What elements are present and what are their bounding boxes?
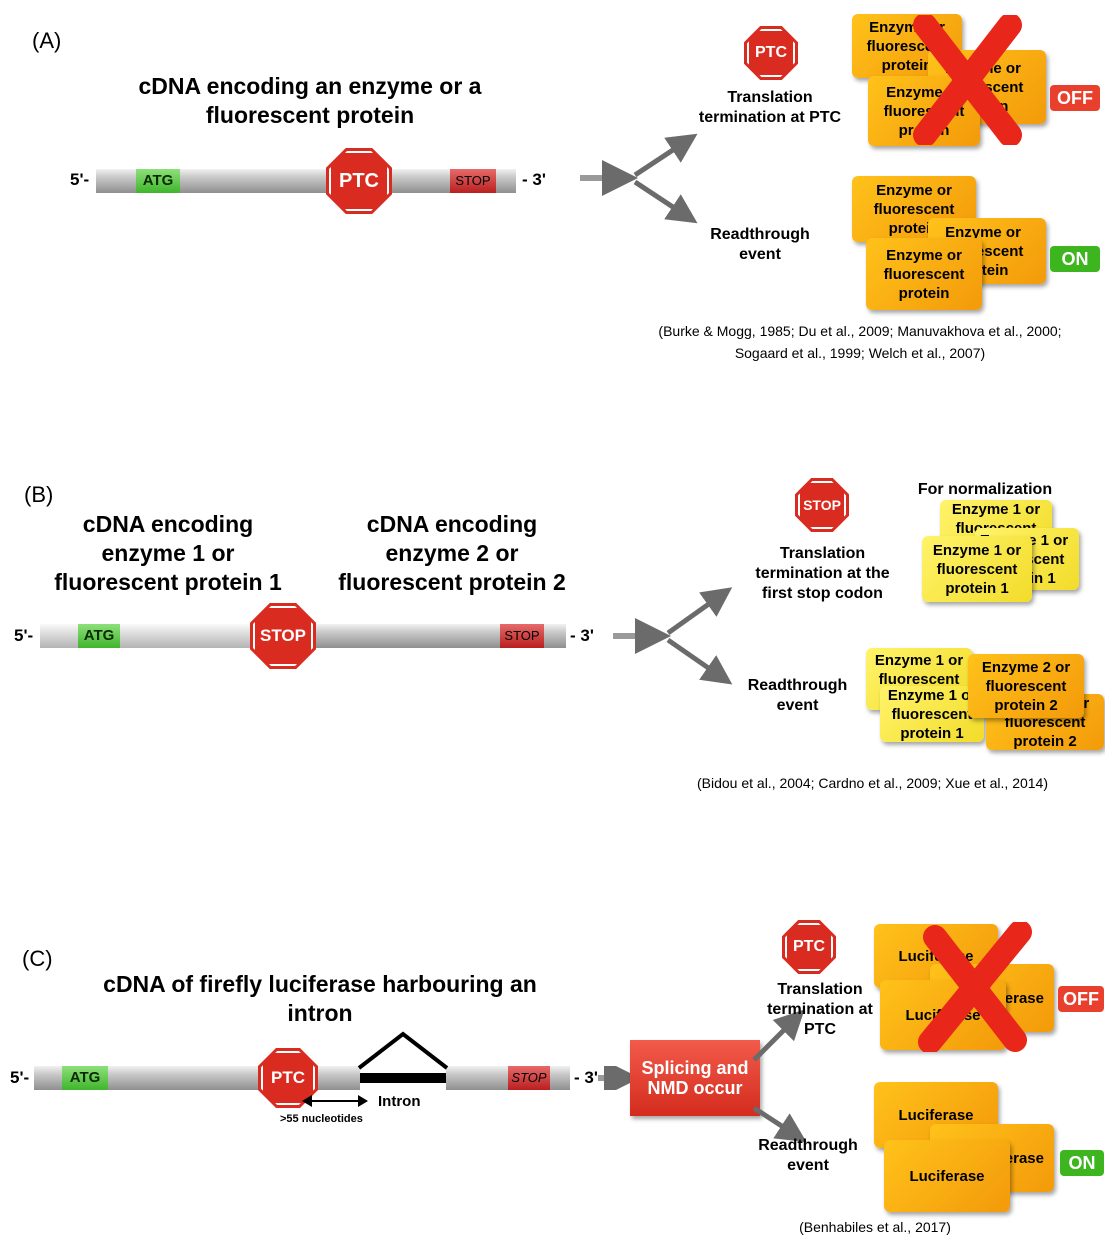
card-b-norm-3: Enzyme 1 or fluorescent protein 1: [922, 536, 1032, 602]
sign-stop-b: STOP: [795, 478, 849, 532]
outcome-readthrough-a: Readthrough event: [710, 226, 810, 263]
atg-codon-b: ATG: [78, 624, 120, 648]
five-prime-label-b: 5'-: [14, 626, 34, 645]
five-prime-label-c: 5'-: [10, 1068, 30, 1087]
stop-codon-b: STOP: [500, 624, 544, 648]
sign-ptc-a: PTC: [744, 26, 798, 80]
branch-arrows-c: [752, 1009, 807, 1143]
citation-a-2: Sogaard et al., 1999; Welch et al., 2007…: [734, 345, 986, 361]
panel-a-title: cDNA encoding an enzyme or a fluorescent…: [138, 73, 482, 128]
distance-label: >55 nucleotides: [280, 1113, 363, 1125]
card-a-on-3: Enzyme or fluorescent protein: [866, 238, 982, 310]
card-b-rt-4: Enzyme 2 or fluorescent protein 2: [968, 654, 1084, 718]
three-prime-label-c: - 3': [574, 1068, 598, 1087]
atg-codon: ATG: [136, 169, 180, 193]
on-badge-a: ON: [1050, 246, 1100, 272]
panel-b-label: (B): [24, 482, 54, 507]
splice-junction-icon: [357, 1031, 449, 1070]
ptc-stop-sign: PTC: [326, 148, 392, 214]
cross-icon-c: [918, 922, 1032, 1052]
stop-codon-c: STOP: [508, 1066, 550, 1090]
card-c-on-3: Luciferase: [884, 1140, 1010, 1212]
outcome-termination-c: Translation termination at PTC: [767, 981, 873, 1038]
outcome-termination-a: Translation termination at PTC: [698, 89, 842, 126]
intron-bar: [360, 1073, 446, 1083]
three-prime-label-b: - 3': [570, 626, 594, 645]
off-badge-c: OFF: [1058, 986, 1104, 1012]
panel-b-title-left: cDNA encoding enzyme 1 or fluorescent pr…: [54, 511, 282, 595]
citation-b: (Bidou et al., 2004; Cardno et al., 2009…: [696, 775, 1048, 791]
on-badge-c: ON: [1060, 1150, 1104, 1176]
cross-icon-a: [913, 15, 1022, 145]
outcome-readthrough-b: Readthrough event: [747, 677, 848, 714]
splicing-nmd-box: Splicing and NMD occur: [630, 1040, 760, 1116]
stop-sign-b: STOP: [250, 603, 316, 669]
ptc-stop-sign-c: PTC: [258, 1048, 318, 1108]
citation-c: (Benhabiles et al., 2017): [799, 1219, 951, 1235]
five-prime-label: 5'-: [70, 170, 90, 189]
cdna-bar-1: [40, 624, 282, 648]
branch-arrows-a: [580, 133, 698, 224]
intron-label: Intron: [378, 1093, 421, 1110]
card-b-rt-2: Enzyme 1 or fluorescent protein 1: [880, 686, 984, 742]
normalization-label: For normalization: [917, 481, 1053, 498]
distance-arrow-icon: [302, 1095, 368, 1107]
outcome-readthrough-c: Readthrough event: [758, 1137, 858, 1174]
off-badge-a: OFF: [1050, 85, 1100, 111]
sign-ptc-c: PTC: [782, 920, 836, 974]
stop-codon: STOP: [450, 169, 496, 193]
panel-b-title-right: cDNA encoding enzyme 2 or fluorescent pr…: [338, 511, 566, 595]
outcome-termination-b: Translation termination at the first sto…: [755, 545, 890, 602]
panel-a-label: (A): [32, 28, 62, 53]
citation-a-1: (Burke & Mogg, 1985; Du et al., 2009; Ma…: [658, 323, 1062, 339]
three-prime-label: - 3': [522, 170, 546, 189]
branch-arrows-b: [613, 587, 733, 685]
panel-c-title: cDNA of firefly luciferase harbouring an…: [103, 971, 537, 1026]
panel-c-label: (C): [22, 946, 53, 971]
atg-codon-c: ATG: [62, 1066, 108, 1090]
arrow-to-splicing: [598, 1066, 636, 1090]
